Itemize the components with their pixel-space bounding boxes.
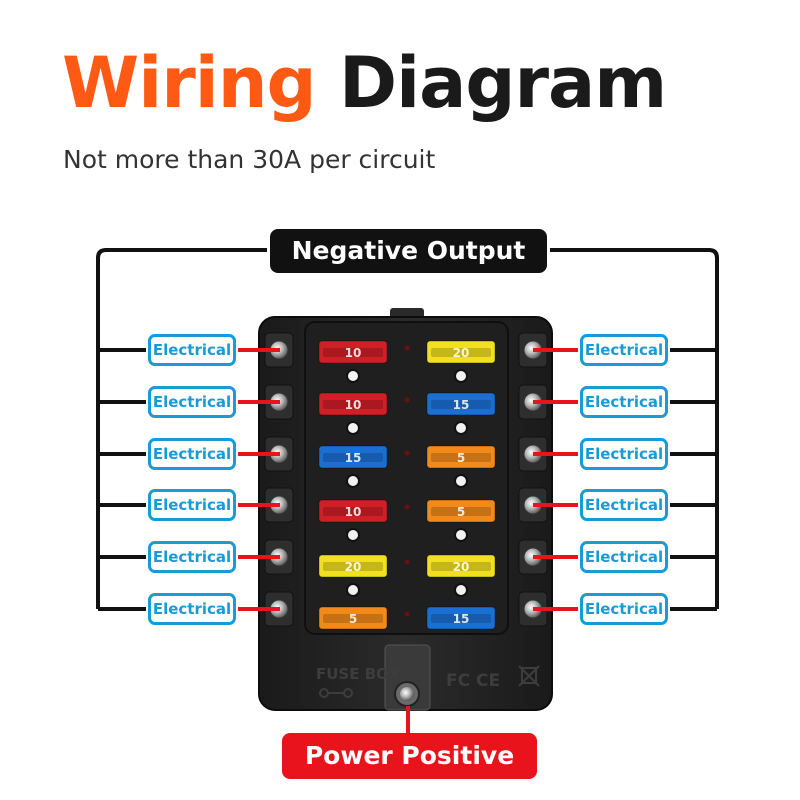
indicator-led bbox=[404, 611, 410, 617]
circuit-label-left: Electrical bbox=[148, 489, 236, 521]
circuit-label-right: Electrical bbox=[580, 541, 668, 573]
indicator-led bbox=[404, 559, 410, 565]
positive-lead-wires bbox=[236, 348, 580, 611]
mounting-hole bbox=[346, 528, 360, 542]
mounting-hole bbox=[454, 528, 468, 542]
circuit-label-left: Electrical bbox=[148, 593, 236, 625]
blade-fuse: 5 bbox=[426, 445, 496, 469]
title-word-wiring: Wiring bbox=[62, 42, 317, 124]
cert-marks: FC CE bbox=[446, 671, 500, 691]
fuse-rating: 5 bbox=[349, 612, 357, 626]
ground-symbol-icon bbox=[319, 688, 353, 698]
mounting-hole bbox=[346, 421, 360, 435]
page-title: Wiring Diagram bbox=[62, 38, 667, 128]
indicator-led bbox=[404, 504, 410, 510]
circuit-label-right: Electrical bbox=[580, 438, 668, 470]
blade-fuse: 20 bbox=[318, 554, 388, 578]
blade-fuse: 5 bbox=[318, 606, 388, 630]
blade-fuse: 10 bbox=[318, 499, 388, 523]
blade-fuse: 15 bbox=[426, 392, 496, 416]
fuse-rating: 5 bbox=[457, 451, 465, 465]
blade-fuse: 10 bbox=[318, 392, 388, 416]
blade-fuse: 5 bbox=[426, 499, 496, 523]
indicator-led bbox=[404, 345, 410, 351]
fuse-rating: 5 bbox=[457, 505, 465, 519]
circuit-label-right: Electrical bbox=[580, 593, 668, 625]
fuse-rating: 10 bbox=[345, 505, 362, 519]
fuse-rating: 15 bbox=[453, 612, 470, 626]
circuit-label-left: Electrical bbox=[148, 334, 236, 366]
power-positive-label: Power Positive bbox=[282, 733, 537, 779]
power-stud bbox=[394, 681, 420, 707]
recycle-bin-icon bbox=[518, 665, 540, 687]
blade-fuse: 10 bbox=[318, 340, 388, 364]
negative-wire-frame bbox=[96, 248, 719, 609]
circuit-label-right: Electrical bbox=[580, 489, 668, 521]
terminal-studs bbox=[264, 332, 548, 627]
blade-fuse: 15 bbox=[426, 606, 496, 630]
fuse-rating: 20 bbox=[453, 560, 470, 574]
mounting-hole bbox=[454, 369, 468, 383]
circuit-label-left: Electrical bbox=[148, 386, 236, 418]
blade-fuse: 20 bbox=[426, 340, 496, 364]
mounting-hole bbox=[454, 421, 468, 435]
fuse-rating: 15 bbox=[345, 451, 362, 465]
blade-fuse: 15 bbox=[318, 445, 388, 469]
title-word-diagram: Diagram bbox=[339, 42, 667, 124]
circuit-label-right: Electrical bbox=[580, 386, 668, 418]
fuse-rating: 20 bbox=[453, 346, 470, 360]
negative-output-label: Negative Output bbox=[270, 229, 547, 273]
circuit-label-left: Electrical bbox=[148, 438, 236, 470]
circuit-label-right: Electrical bbox=[580, 334, 668, 366]
subtitle: Not more than 30A per circuit bbox=[63, 145, 436, 174]
mounting-hole bbox=[346, 369, 360, 383]
fuse-array: 10 20 10 15 15 5 10 5 20 20 5 15 bbox=[318, 340, 496, 630]
fuse-rating: 20 bbox=[345, 560, 362, 574]
fuse-box-brand-text: FUSE BOX bbox=[316, 665, 400, 683]
negative-branch-wires bbox=[98, 348, 717, 611]
blade-fuse: 20 bbox=[426, 554, 496, 578]
mounting-hole bbox=[346, 474, 360, 488]
mounting-hole bbox=[454, 474, 468, 488]
fuse-rating: 15 bbox=[453, 398, 470, 412]
fuse-rating: 10 bbox=[345, 398, 362, 412]
indicator-led bbox=[404, 450, 410, 456]
circuit-label-left: Electrical bbox=[148, 541, 236, 573]
fuse-rating: 10 bbox=[345, 346, 362, 360]
indicator-led bbox=[404, 397, 410, 403]
mounting-hole bbox=[346, 583, 360, 597]
mounting-hole bbox=[454, 583, 468, 597]
